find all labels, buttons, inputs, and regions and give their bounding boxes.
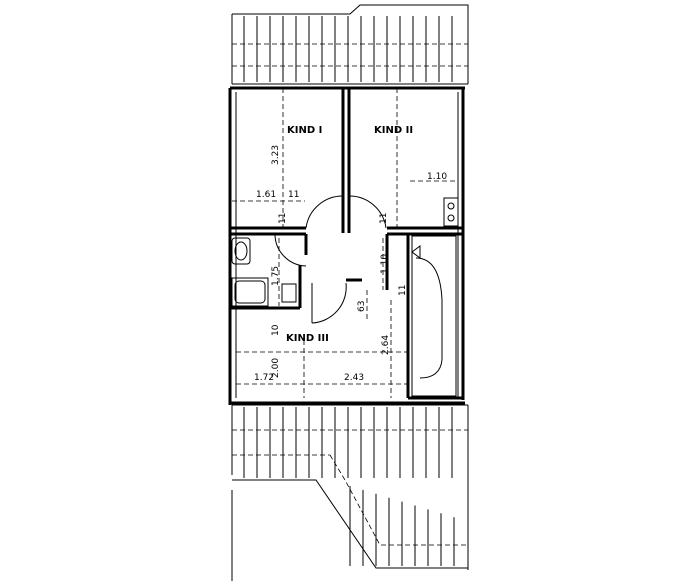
room-label-kind2: KIND II xyxy=(374,125,413,136)
dim-2-00: 2.00 xyxy=(271,358,281,378)
dim-2-64: 2.64 xyxy=(381,335,391,355)
dim-1-72: 1.72 xyxy=(254,373,274,383)
roof-hatching-top xyxy=(231,4,469,85)
dim-1-10-b: 1.10 xyxy=(380,254,390,274)
dim-63: 63 xyxy=(357,301,367,312)
dim-11-a: 11 xyxy=(288,190,299,200)
doors xyxy=(274,195,387,324)
dimension-lines xyxy=(232,88,458,398)
dim-1-75: 1.75 xyxy=(271,266,281,286)
dim-3-23: 3.23 xyxy=(271,145,281,165)
dim-11-c: 11 xyxy=(379,213,389,224)
dim-11-b: 11 xyxy=(278,213,288,224)
roof-hatching-bottom xyxy=(231,404,469,581)
fixtures xyxy=(231,197,459,307)
interior-walls xyxy=(230,88,463,400)
room-label-kind3: KIND III xyxy=(286,333,329,344)
dim-10: 10 xyxy=(271,324,281,336)
dim-11-d: 11 xyxy=(398,285,408,296)
room-label-kind1: KIND I xyxy=(287,125,322,136)
dim-1-10-a: 1.10 xyxy=(427,172,447,182)
dim-1-61: 1.61 xyxy=(256,190,276,200)
dim-2-43: 2.43 xyxy=(344,373,364,383)
stairwell xyxy=(411,235,457,397)
